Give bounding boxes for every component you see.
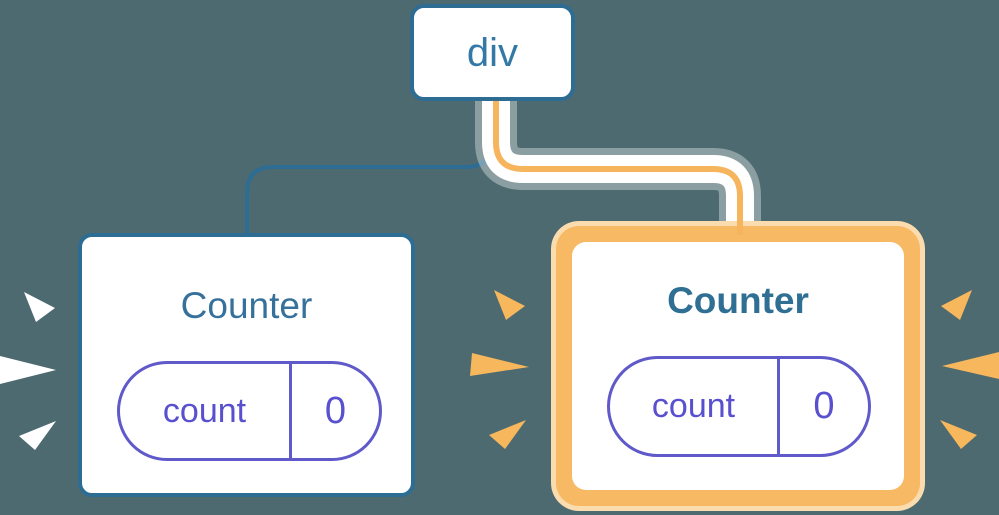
counter-card-left: Counter count 0	[78, 233, 415, 497]
sparkle-orange-middle-right	[942, 352, 999, 379]
counter-title-right: Counter	[667, 280, 809, 321]
state-value-right: 0	[813, 385, 835, 427]
sparkle-burst-orange-left	[470, 290, 529, 449]
state-pill-left: count 0	[117, 361, 382, 461]
sparkle-orange-middle-left	[470, 353, 529, 376]
sparkle-orange-bottom-right	[940, 420, 977, 449]
state-value-left: 0	[324, 389, 347, 432]
counter-card-right: Counter count 0	[572, 242, 904, 490]
counter-title-left: Counter	[180, 285, 313, 326]
sparkle-orange-top-left	[494, 290, 525, 320]
sparkle-white-top	[24, 292, 55, 322]
connector-blue-line	[245, 98, 494, 236]
sparkle-orange-bottom-left	[489, 420, 526, 449]
state-pill-right: count 0	[607, 356, 871, 457]
sparkle-burst-orange-right	[940, 290, 999, 449]
counter-card-right-highlight-frame: Counter count 0	[551, 221, 925, 511]
sparkle-burst-white	[0, 292, 56, 450]
sparkle-white-bottom	[19, 421, 56, 450]
sparkle-white-middle	[0, 356, 56, 384]
connector-pipe-white	[482, 98, 754, 221]
highlight-orange-ring: Counter count 0	[556, 226, 920, 506]
sparkle-orange-top-right	[941, 290, 972, 320]
state-key-right: count	[610, 359, 780, 454]
root-node-label: div	[466, 30, 519, 75]
connector-entry-tick	[737, 220, 743, 235]
connector-orange-line	[493, 98, 743, 222]
state-key-left: count	[120, 364, 292, 458]
root-node-div: div	[410, 4, 575, 101]
